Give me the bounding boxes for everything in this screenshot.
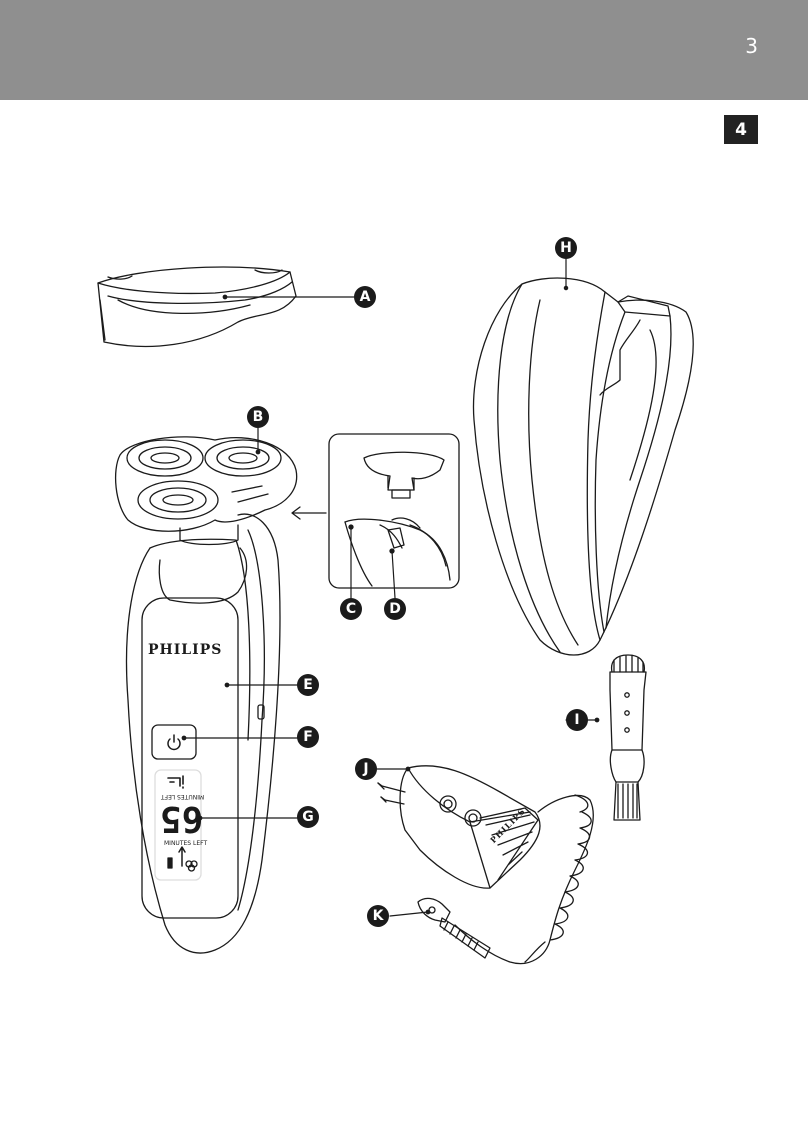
power-cord — [454, 794, 594, 965]
callout-c: C — [340, 598, 362, 620]
protection-cap — [97, 266, 297, 348]
callout-d: D — [384, 598, 406, 620]
callout-i: I — [566, 709, 588, 731]
cleaning-brush — [609, 654, 647, 821]
page-header: 3 — [0, 0, 808, 100]
display-caption: MINUTES LEFT — [164, 840, 208, 847]
callout-b: B — [247, 406, 269, 428]
callout-j: J — [355, 758, 377, 780]
shaving-unit — [114, 436, 298, 532]
display-digits: 65 — [160, 798, 204, 839]
shaver-brand: PHILIPS — [148, 642, 223, 658]
shaver-body — [125, 513, 281, 954]
callout-a: A — [354, 286, 376, 308]
leader-lines — [181, 258, 600, 917]
display-panel — [154, 769, 202, 881]
callout-g: G — [297, 806, 319, 828]
callout-f: F — [297, 726, 319, 748]
appliance-plug — [417, 897, 491, 959]
power-adapter — [377, 765, 541, 889]
figure-number: 4 — [724, 115, 758, 144]
callout-e: E — [297, 674, 319, 696]
inset-detail — [328, 433, 460, 589]
callout-h: H — [555, 237, 577, 259]
callout-k: K — [367, 905, 389, 927]
travel-pouch — [472, 277, 694, 656]
inset-arrow — [291, 506, 327, 520]
page-number: 3 — [745, 34, 758, 58]
power-button — [151, 724, 197, 760]
